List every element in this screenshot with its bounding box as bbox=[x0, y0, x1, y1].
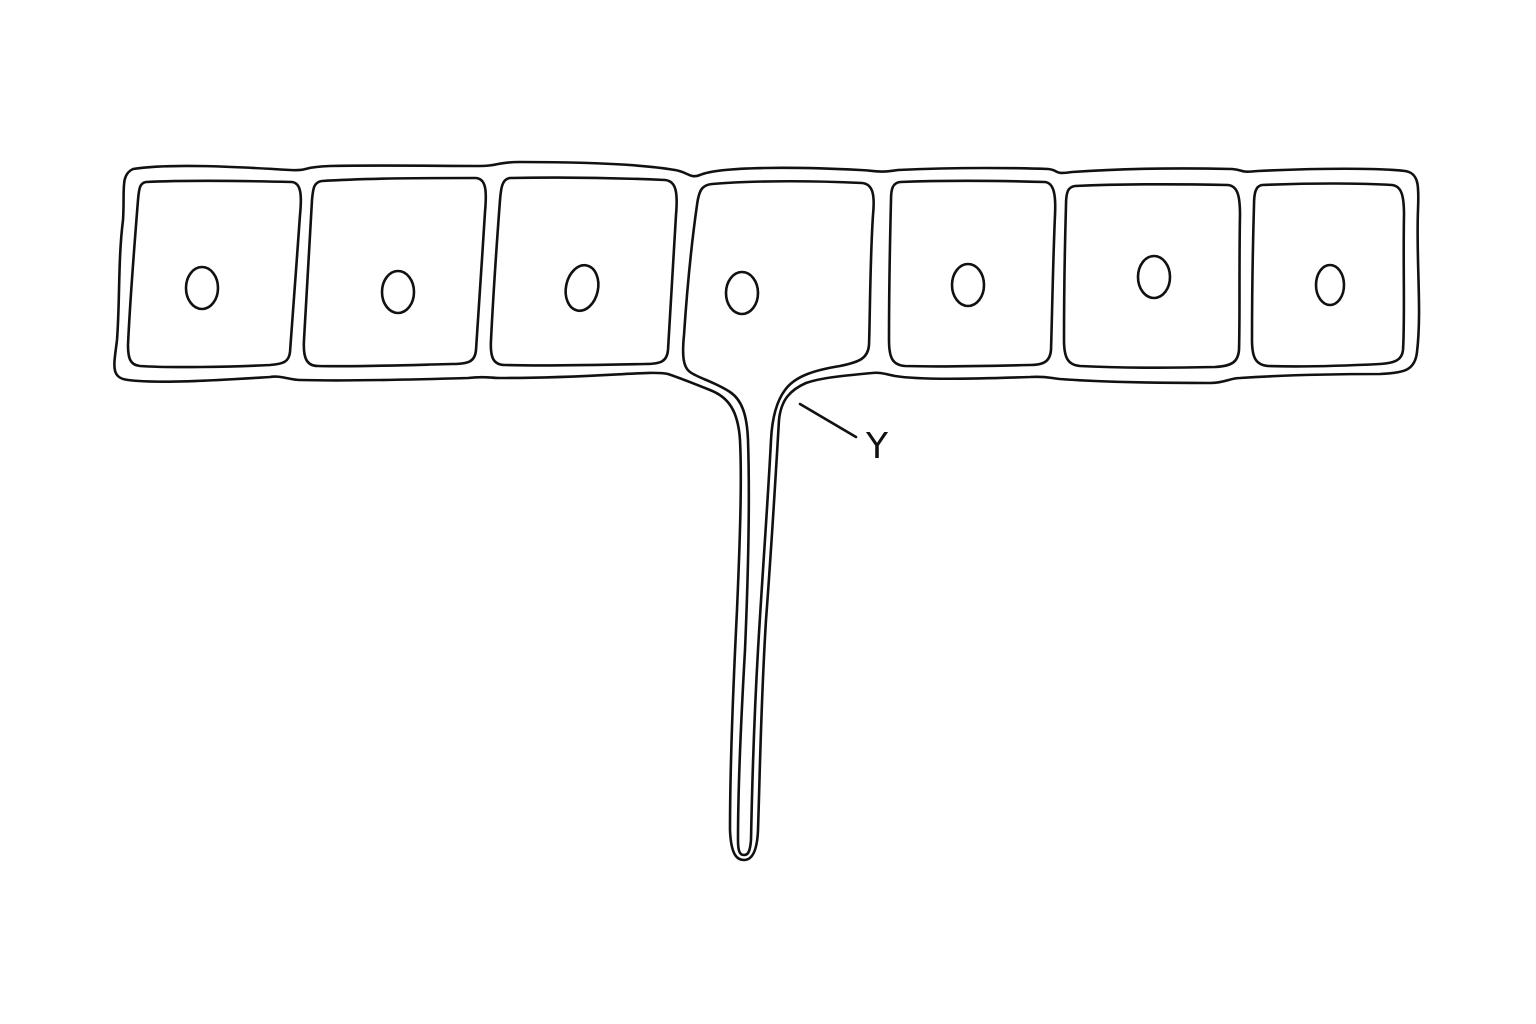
cell-5-nucleus bbox=[950, 262, 986, 308]
cell-6-nucleus bbox=[1136, 254, 1172, 300]
label-y-pointer-line bbox=[798, 402, 858, 439]
cell-3-wall bbox=[489, 176, 678, 367]
cell-7-wall bbox=[1250, 182, 1406, 368]
cell-6-wall bbox=[1062, 183, 1242, 369]
cell-3-nucleus bbox=[564, 263, 600, 313]
label-y: Y bbox=[865, 426, 889, 467]
root-hair-cell-wall bbox=[681, 179, 875, 857]
cell-5-wall bbox=[887, 179, 1057, 368]
root-hair-cell-nucleus bbox=[724, 270, 760, 316]
cell-1-nucleus bbox=[184, 265, 220, 311]
cell-7-nucleus bbox=[1314, 263, 1346, 307]
epidermis-outer-outline bbox=[113, 160, 1421, 862]
cell-2-nucleus bbox=[380, 269, 416, 315]
cell-2-wall bbox=[302, 176, 488, 368]
cell-1-wall bbox=[126, 179, 303, 369]
